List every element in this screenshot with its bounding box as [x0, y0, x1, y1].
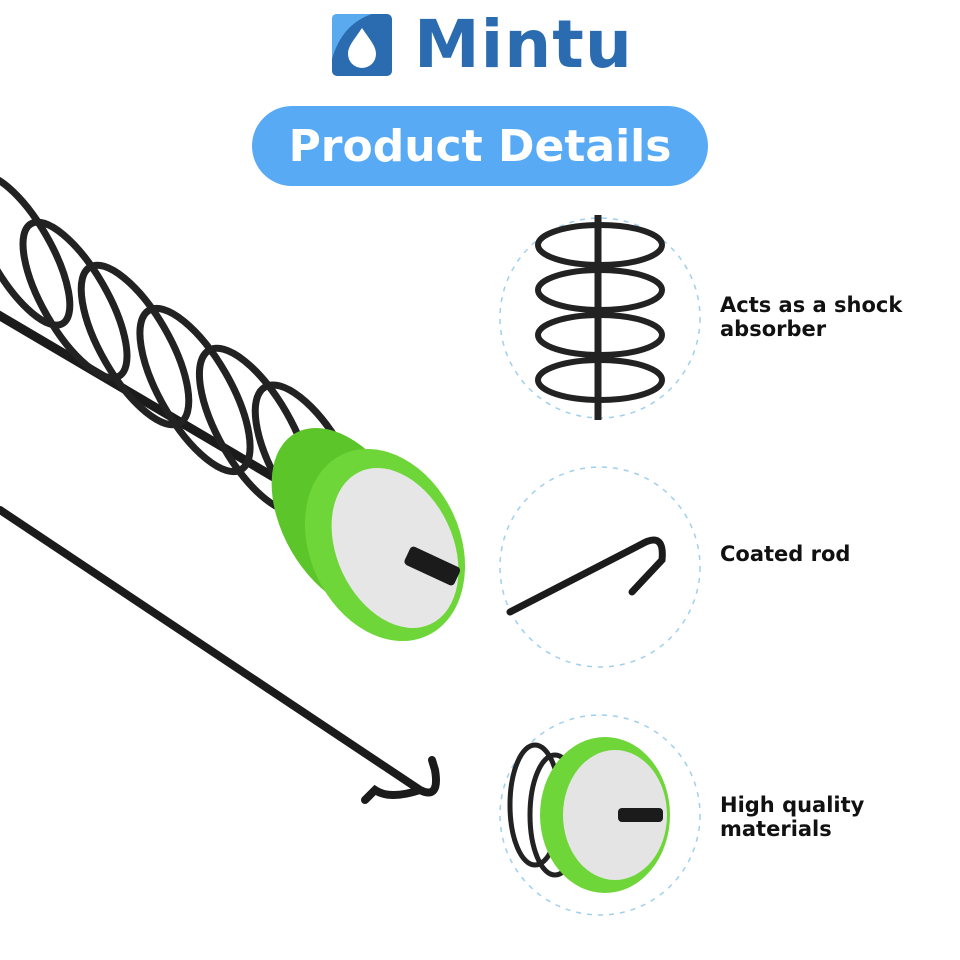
spring-closeup-icon	[535, 215, 665, 420]
feature-label-materials: High quality materials	[720, 793, 865, 841]
feature-label-coated-rod: Coated rod	[720, 542, 851, 566]
feature-label-shock-absorber: Acts as a shock absorber	[720, 293, 903, 341]
hook-rod-image	[0, 506, 440, 804]
feature-circle-3	[499, 714, 701, 916]
brand-logo: Mintu	[332, 12, 633, 78]
banner-title: Product Details	[288, 120, 672, 172]
brand-name: Mintu	[414, 6, 633, 83]
spring-rod-image	[0, 171, 466, 642]
feature-circle-2	[499, 466, 701, 668]
green-disc-closeup-icon	[507, 737, 670, 893]
logo-drop-icon	[332, 14, 392, 76]
hook-rod-closeup-icon	[506, 536, 666, 616]
product-details-banner: Product Details	[252, 106, 708, 186]
